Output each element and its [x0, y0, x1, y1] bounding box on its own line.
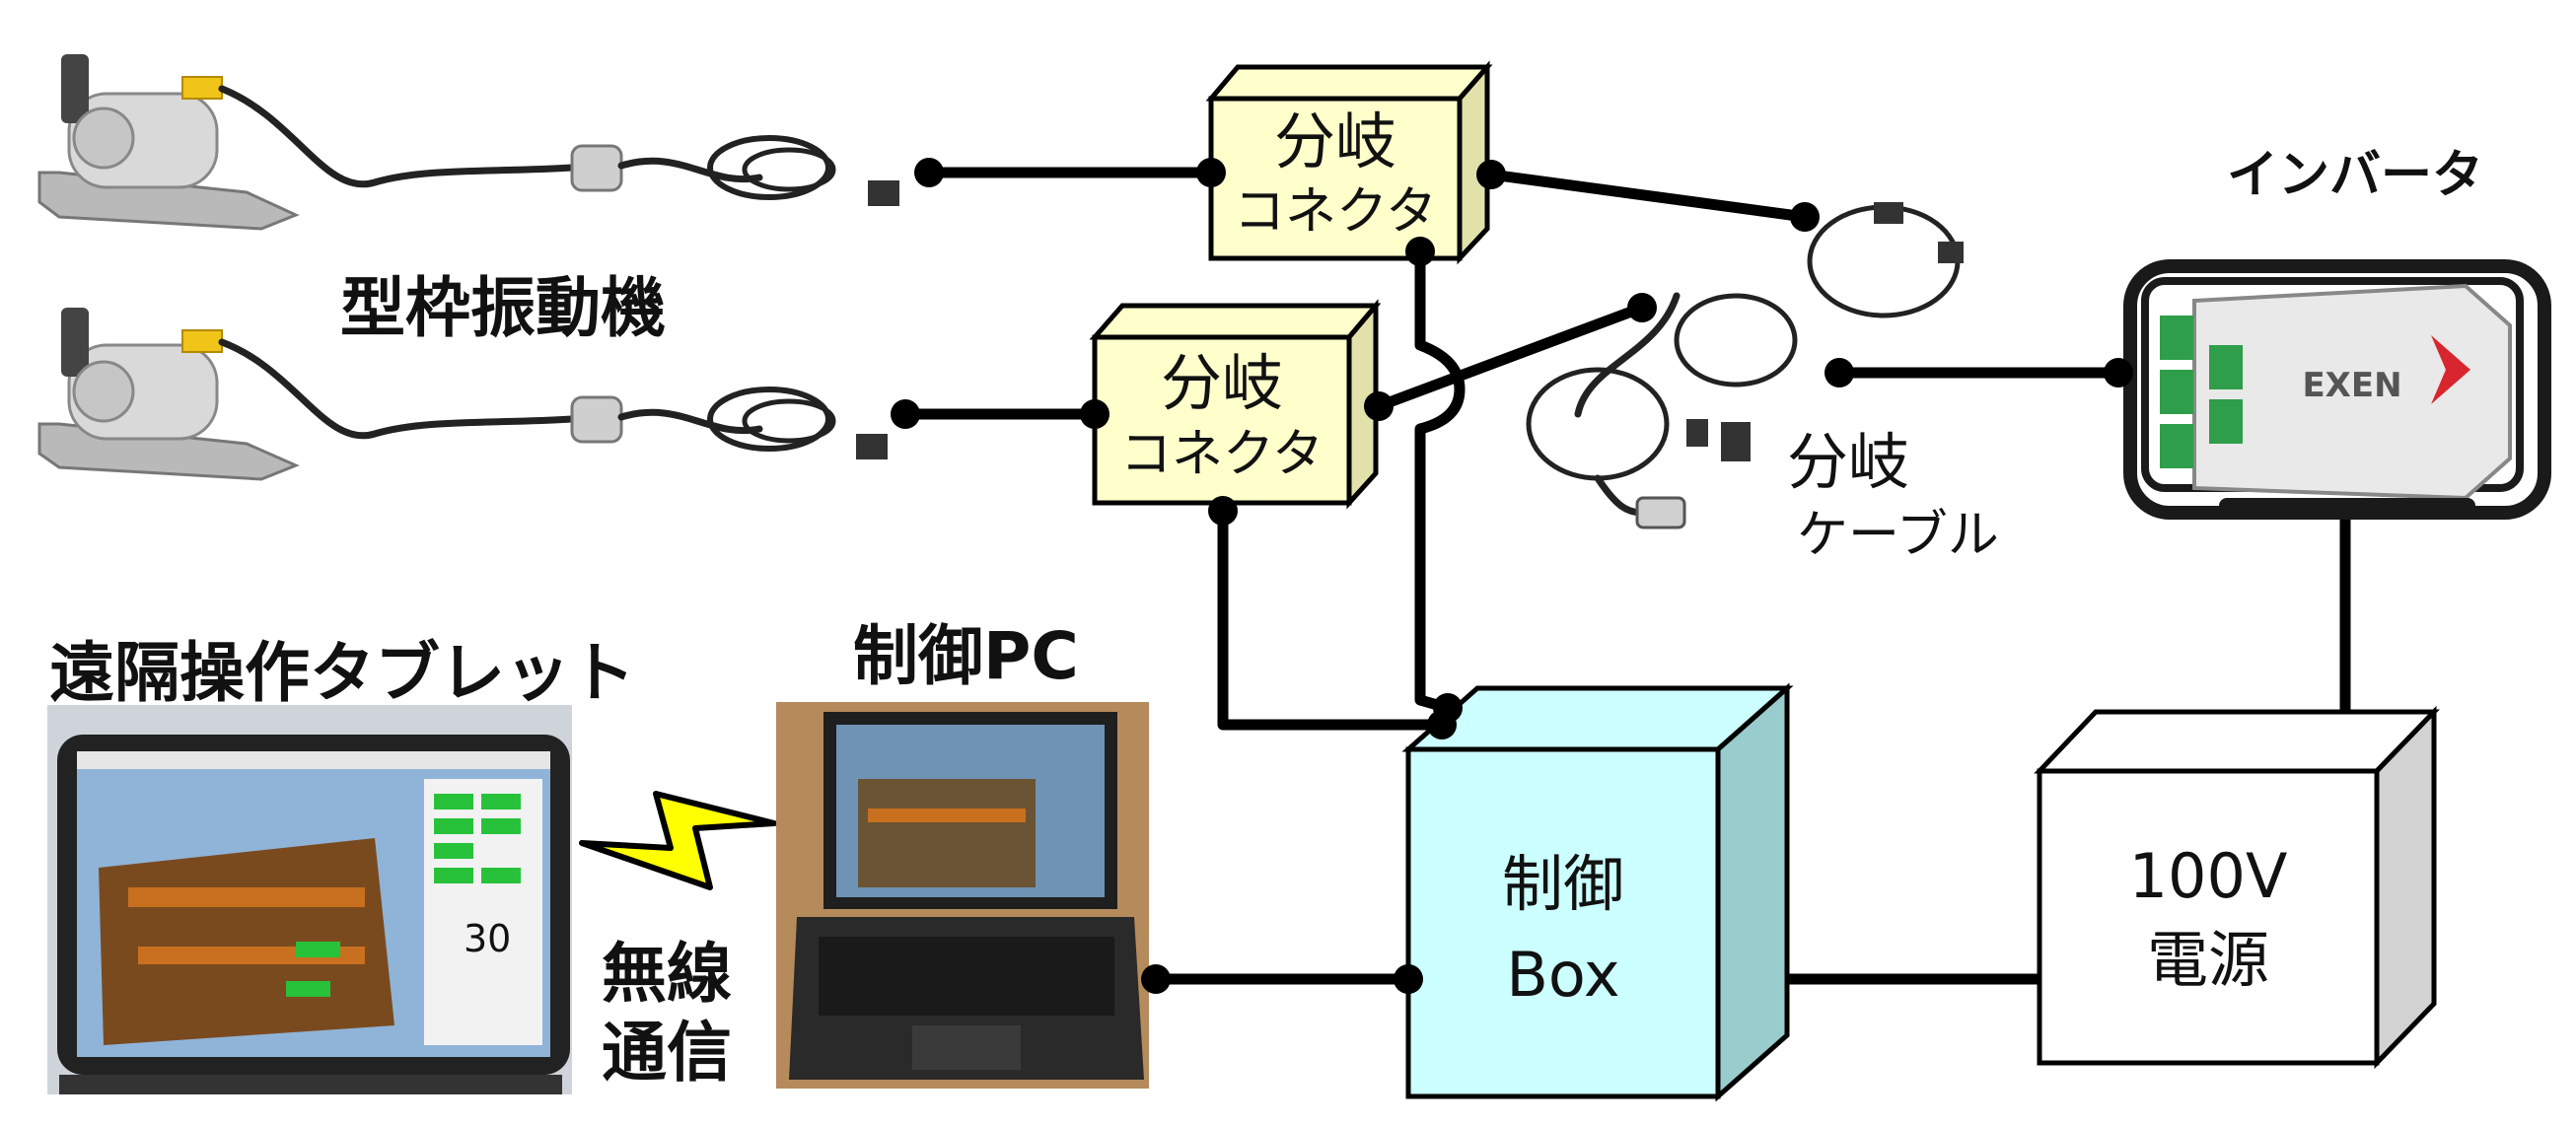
- control-box: 制御 Box: [1401, 682, 1794, 1102]
- inverter: EXEN: [2123, 259, 2551, 520]
- tablet-photo: 30: [47, 705, 572, 1094]
- wireless-subtitle: 通信: [602, 1015, 732, 1091]
- connection-dots: [891, 158, 2133, 994]
- tablet-screen-value: 30: [464, 917, 511, 960]
- branch-connector-1: 分岐 コネクタ: [1205, 60, 1493, 265]
- connector-1-subtitle: コネクタ: [1234, 182, 1437, 242]
- connector-2-title: 分岐: [1161, 347, 1283, 419]
- branch-cable-icon: [1526, 202, 1964, 529]
- wireless-title: 無線: [602, 936, 732, 1012]
- power-supply-box: 100V 電源: [2034, 705, 2440, 1070]
- form-vibrator-1: [37, 54, 899, 231]
- wireless-link: 無線 通信: [579, 791, 777, 1091]
- control-box-title: 制御: [1502, 848, 1624, 920]
- plug-icon: [570, 144, 623, 192]
- control-box-subtitle: Box: [1506, 939, 1619, 1011]
- inverter-brand: EXEN: [2302, 366, 2401, 405]
- power-supply-title: 100V: [2129, 840, 2288, 912]
- vibrator-label: 型枠振動機: [340, 270, 666, 346]
- tablet-label: 遠隔操作タブレット: [49, 635, 635, 711]
- form-vibrator-2: [37, 308, 888, 481]
- power-supply-subtitle: 電源: [2147, 924, 2269, 996]
- branch-cable-title: 分岐: [1787, 426, 1909, 498]
- branch-cable-subtitle: ケーブル: [1797, 506, 1999, 565]
- lightning-bolt-icon: [579, 791, 777, 890]
- laptop-photo: [776, 702, 1149, 1089]
- wires: [899, 167, 2351, 985]
- control-pc-label: 制御PC: [853, 618, 1079, 694]
- inverter-icon: EXEN: [2123, 259, 2551, 520]
- connector-1-title: 分岐: [1274, 106, 1396, 177]
- branch-cable: 分岐 ケーブル: [1526, 202, 1999, 565]
- branch-connector-2: 分岐 コネクタ: [1089, 299, 1382, 510]
- inverter-label: インバータ: [2227, 146, 2483, 205]
- vibrator-icon: [37, 54, 300, 231]
- plug-icon: [570, 395, 623, 444]
- vibrator-icon: [37, 308, 300, 481]
- connector-2-subtitle: コネクタ: [1120, 425, 1324, 484]
